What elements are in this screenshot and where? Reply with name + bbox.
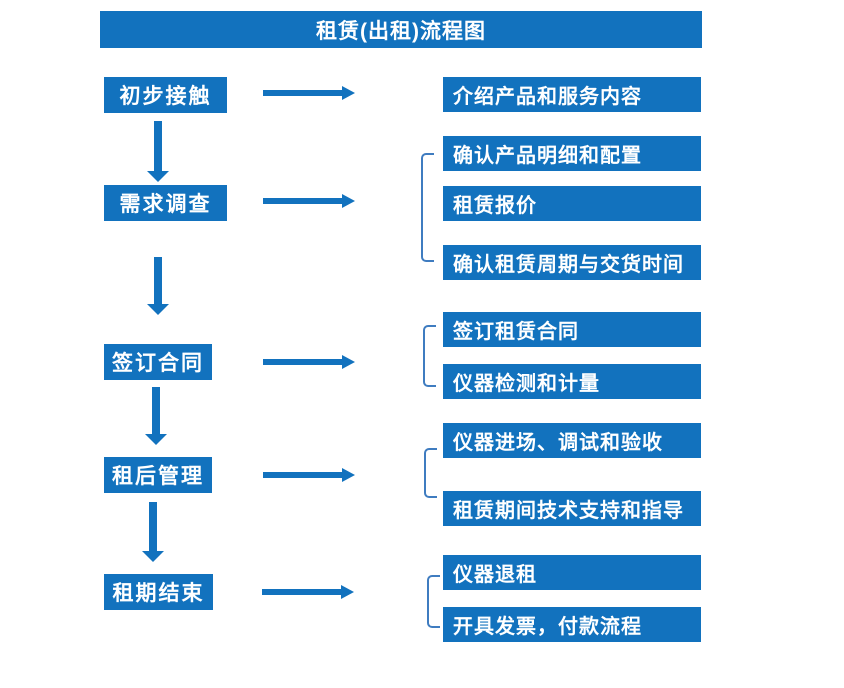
detail-box-confirm-product-details-config: 确认产品明细和配置	[443, 136, 701, 171]
detail-box-instrument-inspection-metering: 仪器检测和计量	[443, 364, 701, 399]
bracket-stage5-group	[427, 575, 440, 628]
detail-box-instrument-return: 仪器退租	[443, 555, 701, 590]
arrow-right-icon-1	[263, 85, 355, 101]
detail-box-introduce-products-services: 介绍产品和服务内容	[443, 77, 701, 112]
detail-box-confirm-rental-period-delivery: 确认租赁周期与交货时间	[443, 245, 701, 280]
flowchart-title-bar: 租赁(出租)流程图	[100, 11, 702, 48]
detail-label: 仪器退租	[453, 564, 537, 586]
arrow-shaft	[263, 90, 343, 96]
detail-label: 介绍产品和服务内容	[453, 86, 642, 108]
arrow-shaft	[154, 257, 162, 305]
stage-box-demand-survey: 需求调查	[104, 185, 227, 221]
arrow-head	[147, 304, 169, 315]
detail-box-technical-support-guidance: 租赁期间技术支持和指导	[443, 491, 701, 526]
stage-label: 签订合同	[112, 352, 204, 375]
arrow-head	[342, 468, 355, 482]
arrow-shaft	[263, 198, 343, 204]
detail-label: 仪器检测和计量	[453, 373, 600, 395]
detail-label: 仪器进场、调试和验收	[453, 432, 663, 454]
arrow-shaft	[152, 387, 160, 435]
detail-label: 租赁期间技术支持和指导	[453, 500, 684, 522]
arrow-down-icon-3	[145, 387, 167, 445]
arrow-right-icon-4	[263, 467, 355, 483]
detail-box-rental-quotation: 租赁报价	[443, 186, 701, 221]
arrow-head	[341, 585, 354, 599]
flowchart-title: 租赁(出租)流程图	[316, 19, 486, 43]
arrow-right-icon-3	[263, 354, 355, 370]
arrow-head	[142, 551, 164, 562]
bracket-stage4-group	[424, 448, 437, 498]
stage-box-initial-contact: 初步接触	[104, 77, 227, 113]
stage-label: 租后管理	[112, 465, 204, 488]
arrow-head	[342, 194, 355, 208]
arrow-down-icon-2	[147, 257, 169, 315]
arrow-shaft	[263, 472, 343, 478]
detail-label: 确认租赁周期与交货时间	[453, 254, 684, 276]
bracket-stage2-group	[421, 153, 434, 262]
arrow-shaft	[263, 359, 343, 365]
stage-label: 租期结束	[112, 582, 205, 605]
detail-label: 签订租赁合同	[453, 321, 579, 343]
detail-box-sign-rental-contract: 签订租赁合同	[443, 312, 701, 347]
detail-box-invoice-payment-process: 开具发票，付款流程	[443, 607, 701, 642]
detail-label: 开具发票，付款流程	[453, 616, 642, 638]
arrow-right-icon-5	[262, 584, 354, 600]
stage-box-post-rental-management: 租后管理	[104, 457, 212, 493]
arrow-head	[342, 355, 355, 369]
arrow-down-icon-1	[147, 121, 169, 182]
arrow-right-icon-2	[263, 193, 355, 209]
arrow-shaft	[149, 502, 157, 552]
arrow-head	[147, 171, 169, 182]
stage-box-rental-end: 租期结束	[104, 574, 213, 610]
arrow-down-icon-4	[142, 502, 164, 562]
arrow-head	[145, 434, 167, 445]
detail-box-instrument-entry-debug-acceptance: 仪器进场、调试和验收	[443, 423, 701, 458]
arrow-shaft	[154, 121, 162, 172]
stage-box-sign-contract: 签订合同	[104, 344, 212, 380]
stage-label: 初步接触	[119, 85, 212, 108]
detail-label: 确认产品明细和配置	[453, 145, 642, 167]
detail-label: 租赁报价	[453, 195, 537, 217]
stage-label: 需求调查	[119, 193, 212, 216]
arrow-head	[342, 86, 355, 100]
bracket-stage3-group	[423, 325, 436, 387]
arrow-shaft	[262, 589, 342, 595]
